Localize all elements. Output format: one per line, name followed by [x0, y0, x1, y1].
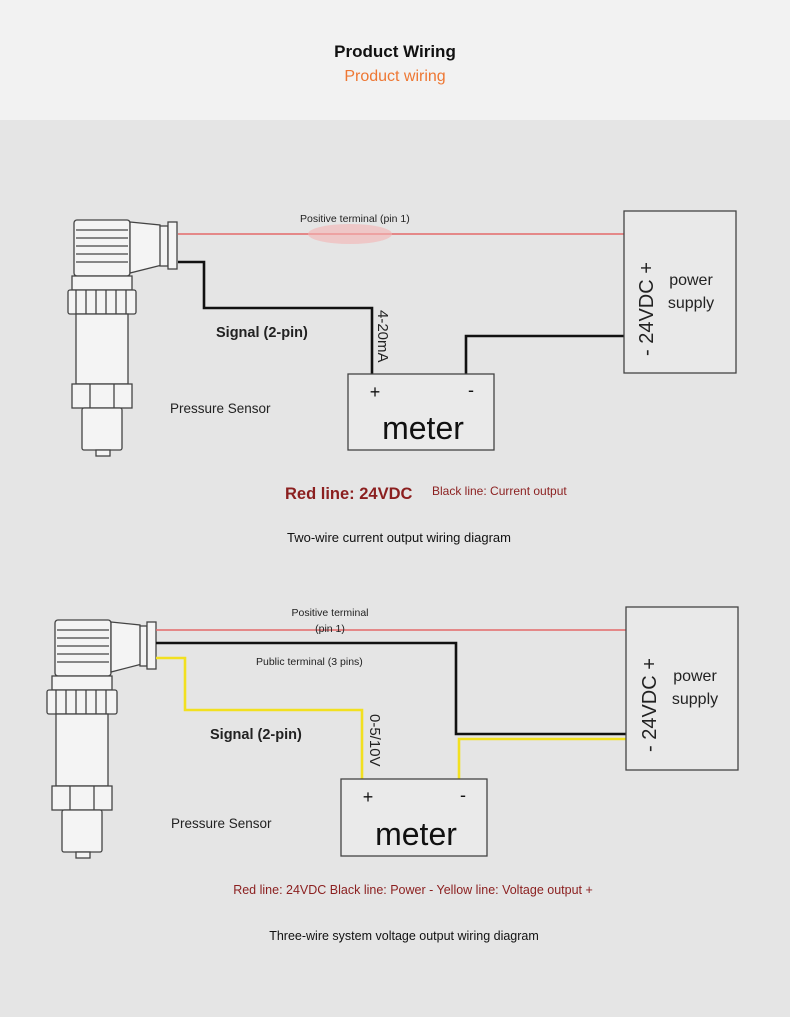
current-range-label: 4-20mA: [374, 310, 391, 363]
sensor-label: Pressure Sensor: [171, 816, 272, 831]
page-title: Product Wiring: [334, 42, 456, 61]
voltage-range-label: 0-5/10V: [366, 714, 383, 767]
signal-wire: [178, 260, 374, 374]
public-terminal-label: Public terminal (3 pins): [256, 656, 363, 668]
wiring-diagrams: Positive terminal (pin 1) Signal (2-pin)…: [46, 210, 739, 943]
power-supply: - 24VDC + power supply: [623, 210, 737, 374]
meter-label: meter: [382, 410, 464, 446]
legend-line: Red line: 24VDC Black line: Power - Yell…: [233, 883, 593, 897]
supply-label-line2: supply: [672, 691, 718, 708]
positive-terminal-label-line2: (pin 1): [315, 623, 345, 635]
supply-voltage-label: - 24VDC +: [639, 658, 661, 752]
meter-label: meter: [375, 816, 457, 852]
power-supply: - 24VDC + power supply: [625, 606, 739, 771]
legend-black-line: Black line: Current output: [432, 484, 567, 498]
caption-three-wire: Three-wire system voltage output wiring …: [269, 929, 539, 943]
supply-label-line2: supply: [668, 295, 714, 312]
meter: + - meter: [347, 373, 495, 451]
yellow-signal-wire: [156, 656, 364, 779]
meter-plus-terminal: +: [363, 787, 374, 807]
meter-minus-terminal: -: [468, 380, 474, 400]
caption-two-wire: Two-wire current output wiring diagram: [287, 530, 511, 545]
pressure-sensor-icon: [46, 619, 157, 859]
signal-label: Signal (2-pin): [216, 325, 308, 341]
power-return-wire: [464, 334, 624, 374]
yellow-return-wire: [457, 737, 626, 779]
header: Product Wiring Product wiring: [0, 0, 790, 120]
supply-voltage-label: - 24VDC +: [636, 262, 658, 356]
meter-plus-terminal: +: [370, 382, 381, 402]
positive-terminal-label-line1: Positive terminal: [291, 607, 368, 619]
page-subtitle: Product wiring: [344, 68, 446, 85]
signal-label: Signal (2-pin): [210, 727, 302, 743]
diagram-three-wire: Positive terminal (pin 1) Public termina…: [46, 606, 739, 943]
meter-minus-terminal: -: [460, 785, 466, 805]
wire-highlight: [308, 224, 392, 244]
pressure-sensor-icon: [67, 219, 178, 457]
sensor-label: Pressure Sensor: [170, 401, 271, 416]
legend-red-line: Red line: 24VDC: [285, 485, 413, 503]
diagram-two-wire: Positive terminal (pin 1) Signal (2-pin)…: [67, 210, 737, 545]
supply-label-line1: power: [669, 272, 713, 289]
black-power-wire: [156, 641, 626, 736]
meter: + - meter: [340, 778, 488, 857]
supply-label-line1: power: [673, 668, 717, 685]
positive-terminal-label: Positive terminal (pin 1): [300, 213, 410, 225]
